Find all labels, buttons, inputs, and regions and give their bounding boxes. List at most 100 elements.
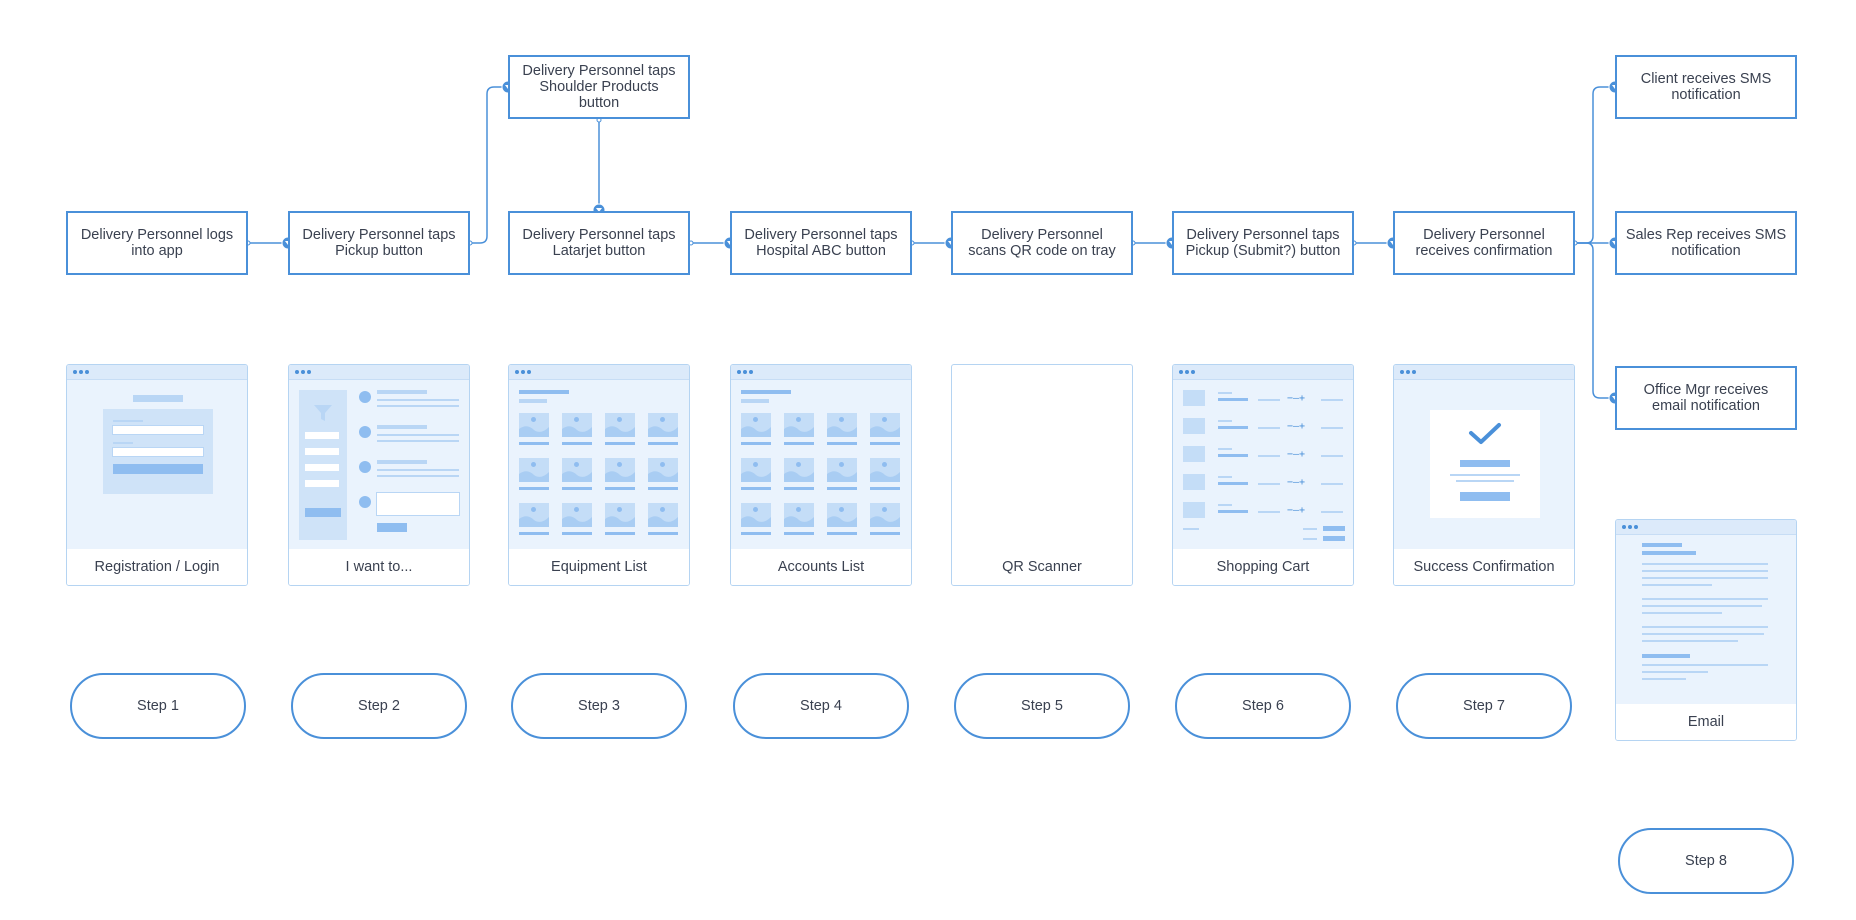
- cart-row-placeholder: [1218, 392, 1232, 394]
- cart-row-placeholder: [1218, 476, 1232, 478]
- screen-label: Shopping Cart: [1173, 549, 1353, 585]
- caption-placeholder: [605, 532, 635, 535]
- window-bar: [1394, 365, 1574, 380]
- image-placeholder-icon: [827, 503, 857, 527]
- cart-total-placeholder: [1323, 536, 1345, 541]
- flow-box-mgr-email: Office Mgr receives email notification: [1615, 366, 1797, 430]
- cart-total-placeholder: [1323, 526, 1345, 531]
- image-placeholder-icon: [870, 413, 900, 437]
- caption-placeholder: [741, 442, 771, 445]
- flow-box-scan: Delivery Personnel scans QR code on tray: [951, 211, 1133, 275]
- screen-accounts-list: Accounts List: [730, 364, 912, 586]
- window-bar: [289, 365, 469, 380]
- cart-row-placeholder: [1183, 446, 1205, 462]
- cart-row-placeholder: [1258, 483, 1280, 485]
- screen-label: I want to...: [289, 549, 469, 585]
- image-placeholder-icon: [784, 503, 814, 527]
- cart-total-placeholder: [1303, 538, 1317, 540]
- image-placeholder-icon: [605, 413, 635, 437]
- image-placeholder-icon: [648, 503, 678, 527]
- screen-login: Registration / Login: [66, 364, 248, 586]
- flow-box-client-sms: Client receives SMS notification: [1615, 55, 1797, 119]
- image-placeholder-icon: [741, 413, 771, 437]
- cart-row-placeholder: [1183, 390, 1205, 406]
- screen-label: Accounts List: [731, 549, 911, 585]
- cart-total-placeholder: [1303, 528, 1317, 530]
- image-placeholder-icon: [519, 458, 549, 482]
- filter-icon: [314, 405, 332, 421]
- caption-placeholder: [648, 532, 678, 535]
- caption-placeholder: [519, 487, 549, 490]
- image-placeholder-icon: [648, 458, 678, 482]
- image-placeholder-icon: [519, 413, 549, 437]
- caption-placeholder: [741, 532, 771, 535]
- caption-placeholder: [784, 442, 814, 445]
- flow-box-shoulder: Delivery Personnel taps Shoulder Product…: [508, 55, 690, 119]
- image-placeholder-icon: [562, 458, 592, 482]
- cart-total-placeholder: [1183, 528, 1199, 530]
- cart-row-placeholder: [1321, 483, 1343, 485]
- image-placeholder-icon: [741, 503, 771, 527]
- cart-row-placeholder: [1218, 448, 1232, 450]
- image-placeholder-icon: [648, 413, 678, 437]
- cart-row-placeholder: [1321, 455, 1343, 457]
- caption-placeholder: [741, 487, 771, 490]
- cart-row-placeholder: [1183, 502, 1205, 518]
- window-bar: [1616, 520, 1796, 535]
- step-pill-8: Step 8: [1618, 828, 1794, 894]
- cart-row-placeholder: [1218, 482, 1248, 485]
- screen-qr-scanner: QR Scanner: [951, 364, 1133, 586]
- screen-email: Email: [1615, 519, 1797, 741]
- screen-label: Equipment List: [509, 549, 689, 585]
- screen-success: Success Confirmation: [1393, 364, 1575, 586]
- caption-placeholder: [827, 487, 857, 490]
- cart-row-placeholder: [1218, 398, 1248, 401]
- cart-row-placeholder: [1218, 510, 1248, 513]
- quantity-stepper: −–+: [1287, 393, 1306, 404]
- flow-box-hospital: Delivery Personnel taps Hospital ABC but…: [730, 211, 912, 275]
- email-wireframe: [1616, 535, 1796, 706]
- cart-row-placeholder: [1321, 511, 1343, 513]
- caption-placeholder: [870, 442, 900, 445]
- cart-row-placeholder: [1258, 399, 1280, 401]
- screen-label: Email: [1616, 704, 1796, 740]
- checkmark-icon: [1469, 423, 1501, 444]
- caption-placeholder: [648, 442, 678, 445]
- flow-box-pickup: Delivery Personnel taps Pickup button: [288, 211, 470, 275]
- caption-placeholder: [827, 442, 857, 445]
- accounts-wireframe: [731, 380, 911, 551]
- step-pill-7: Step 7: [1396, 673, 1572, 739]
- flow-box-rep-sms: Sales Rep receives SMS notification: [1615, 211, 1797, 275]
- caption-placeholder: [605, 442, 635, 445]
- screen-label: Registration / Login: [67, 549, 247, 585]
- flow-box-latarjet: Delivery Personnel taps Latarjet button: [508, 211, 690, 275]
- step-pill-4: Step 4: [733, 673, 909, 739]
- cart-row-placeholder: [1258, 455, 1280, 457]
- cart-row-placeholder: [1258, 511, 1280, 513]
- cart-row-placeholder: [1183, 418, 1205, 434]
- cart-row-placeholder: [1218, 426, 1248, 429]
- caption-placeholder: [562, 487, 592, 490]
- image-placeholder-icon: [870, 503, 900, 527]
- screen-label: Success Confirmation: [1394, 549, 1574, 585]
- connector-confirm-client: [1575, 86, 1615, 244]
- image-placeholder-icon: [562, 413, 592, 437]
- image-placeholder-icon: [827, 458, 857, 482]
- screen-shopping-cart: −–+−–+−–+−–+−–+ Shopping Cart: [1172, 364, 1354, 586]
- step-pill-2: Step 2: [291, 673, 467, 739]
- step-pill-6: Step 6: [1175, 673, 1351, 739]
- cart-row-placeholder: [1321, 427, 1343, 429]
- window-bar: [1173, 365, 1353, 380]
- equipment-wireframe: [509, 380, 689, 551]
- caption-placeholder: [827, 532, 857, 535]
- caption-placeholder: [605, 487, 635, 490]
- image-placeholder-icon: [562, 503, 592, 527]
- image-placeholder-icon: [827, 413, 857, 437]
- cart-row-placeholder: [1218, 504, 1232, 506]
- cart-row-placeholder: [1321, 399, 1343, 401]
- caption-placeholder: [784, 532, 814, 535]
- caption-placeholder: [519, 532, 549, 535]
- quantity-stepper: −–+: [1287, 477, 1306, 488]
- image-placeholder-icon: [784, 458, 814, 482]
- quantity-stepper: −–+: [1287, 505, 1306, 516]
